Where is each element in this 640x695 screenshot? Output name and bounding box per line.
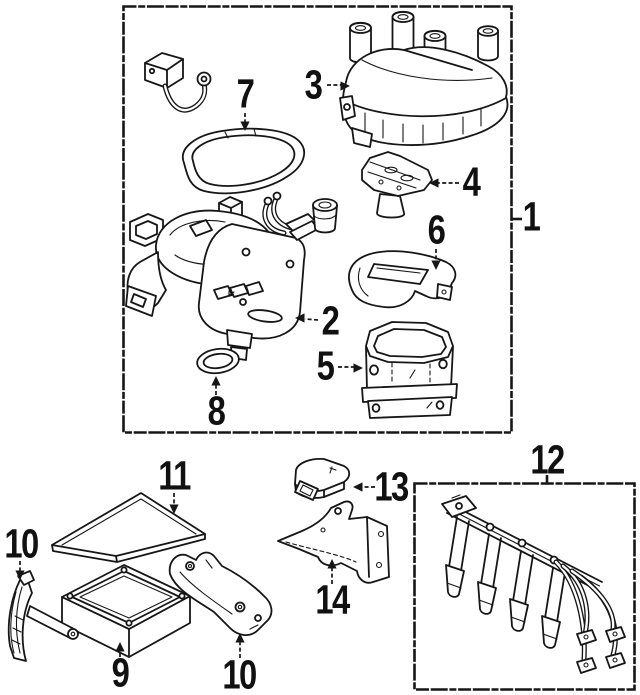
pickup-connector-drawing bbox=[262, 191, 338, 241]
callout-label-9: 9 bbox=[111, 649, 130, 695]
callout-arrow-7 bbox=[240, 113, 250, 131]
callout-label-10-left: 10 bbox=[4, 520, 39, 567]
bracket-14-drawing bbox=[277, 500, 390, 584]
bracket-10-right-drawing bbox=[168, 551, 273, 636]
wire-set-box bbox=[413, 482, 636, 691]
callout-arrow-11 bbox=[169, 493, 179, 514]
distributor-cap-3-drawing bbox=[339, 10, 509, 148]
callout-label-3: 3 bbox=[304, 61, 323, 108]
callout-arrow-8 bbox=[211, 376, 221, 395]
cover-plate-11-drawing bbox=[51, 492, 206, 563]
callout-label-4: 4 bbox=[462, 158, 481, 205]
callout-label-12: 12 bbox=[530, 436, 565, 483]
main-assembly-box bbox=[122, 5, 513, 434]
callout-arrow-2 bbox=[295, 313, 319, 323]
callout-label-8: 8 bbox=[207, 387, 226, 434]
callout-label-14: 14 bbox=[315, 576, 350, 623]
callout-label-13: 13 bbox=[374, 463, 409, 510]
callout-arrow-10-left bbox=[15, 561, 25, 580]
cover-6-drawing bbox=[348, 250, 457, 309]
wire-set-12-drawing bbox=[441, 494, 626, 674]
ecu-9-drawing bbox=[61, 564, 191, 658]
gasket-7-drawing bbox=[181, 127, 306, 195]
callout-label-5: 5 bbox=[316, 342, 335, 389]
rotor-4-drawing bbox=[361, 151, 433, 219]
callout-arrow-13 bbox=[353, 482, 375, 492]
oring-8-drawing bbox=[196, 347, 240, 375]
callout-arrow-5 bbox=[338, 363, 363, 373]
callout-label-11: 11 bbox=[158, 452, 191, 499]
callout-arrow-9 bbox=[115, 642, 125, 657]
bracket-10-left-drawing bbox=[7, 570, 79, 662]
callout-label-10-right: 10 bbox=[222, 651, 257, 695]
housing-2-drawing bbox=[125, 196, 306, 361]
condenser-drawing bbox=[144, 52, 212, 113]
callout-arrow-14 bbox=[327, 559, 337, 584]
callout-arrow-10-right bbox=[235, 633, 245, 658]
callout-label-7: 7 bbox=[236, 70, 255, 117]
callout-arrow-4 bbox=[429, 178, 459, 188]
callout-arrow-6 bbox=[431, 249, 441, 270]
callout-label-2: 2 bbox=[321, 297, 340, 344]
igniter-13-drawing bbox=[294, 457, 351, 501]
coil-5-drawing bbox=[361, 321, 458, 419]
callout-label-1: 1 bbox=[522, 193, 541, 240]
callout-arrow-3 bbox=[327, 81, 350, 91]
callout-label-6: 6 bbox=[427, 206, 446, 253]
